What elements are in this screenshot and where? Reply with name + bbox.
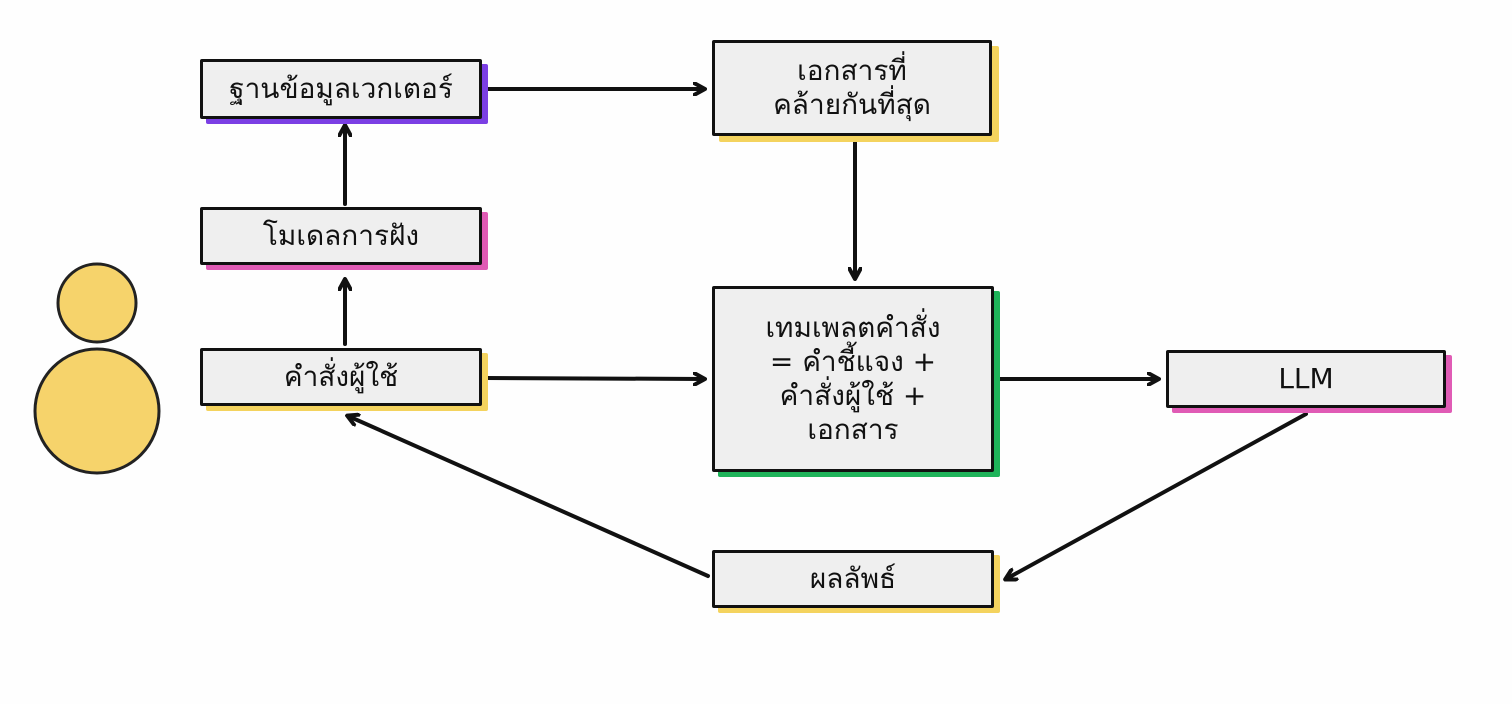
result-label: ผลลัพธ์ [809, 561, 897, 595]
llm-label: LLM [1278, 361, 1334, 395]
arrow-result-to-prompt [348, 416, 710, 578]
user-prompt-node: คำสั่งผู้ใช้ [200, 348, 482, 406]
similar-docs-line-1: เอกสารที่ [797, 53, 907, 87]
prompt-template-line-4: เอกสาร [807, 413, 899, 447]
embedding-model-node: โมเดลการฝัง [200, 207, 482, 265]
prompt-template-line-2: = คำชี้แจง + [769, 344, 937, 378]
vector-db-node: ฐานข้อมูลเวกเตอร์ [200, 59, 482, 119]
arrow-prompt-to-template [484, 378, 704, 379]
prompt-template-line-3: คำสั่งผู้ใช้ + [779, 379, 927, 412]
similar-docs-node: เอกสารที่ คล้ายกันที่สุด [712, 40, 992, 136]
prompt-template-node: เทมเพลตคำสั่ง = คำชี้แจง + คำสั่งผู้ใช้ … [712, 286, 994, 472]
llm-node: LLM [1166, 350, 1446, 408]
user-prompt-label: คำสั่งผู้ใช้ [283, 359, 399, 393]
arrow-llm-to-result [1006, 412, 1308, 579]
similar-docs-line-2: คล้ายกันที่สุด [773, 88, 931, 121]
vector-db-label: ฐานข้อมูลเวกเตอร์ [229, 71, 453, 105]
prompt-template-line-1: เทมเพลตคำสั่ง [765, 310, 941, 344]
user-icon [33, 262, 161, 475]
result-node: ผลลัพธ์ [712, 550, 994, 608]
embedding-model-label: โมเดลการฝัง [262, 218, 420, 252]
